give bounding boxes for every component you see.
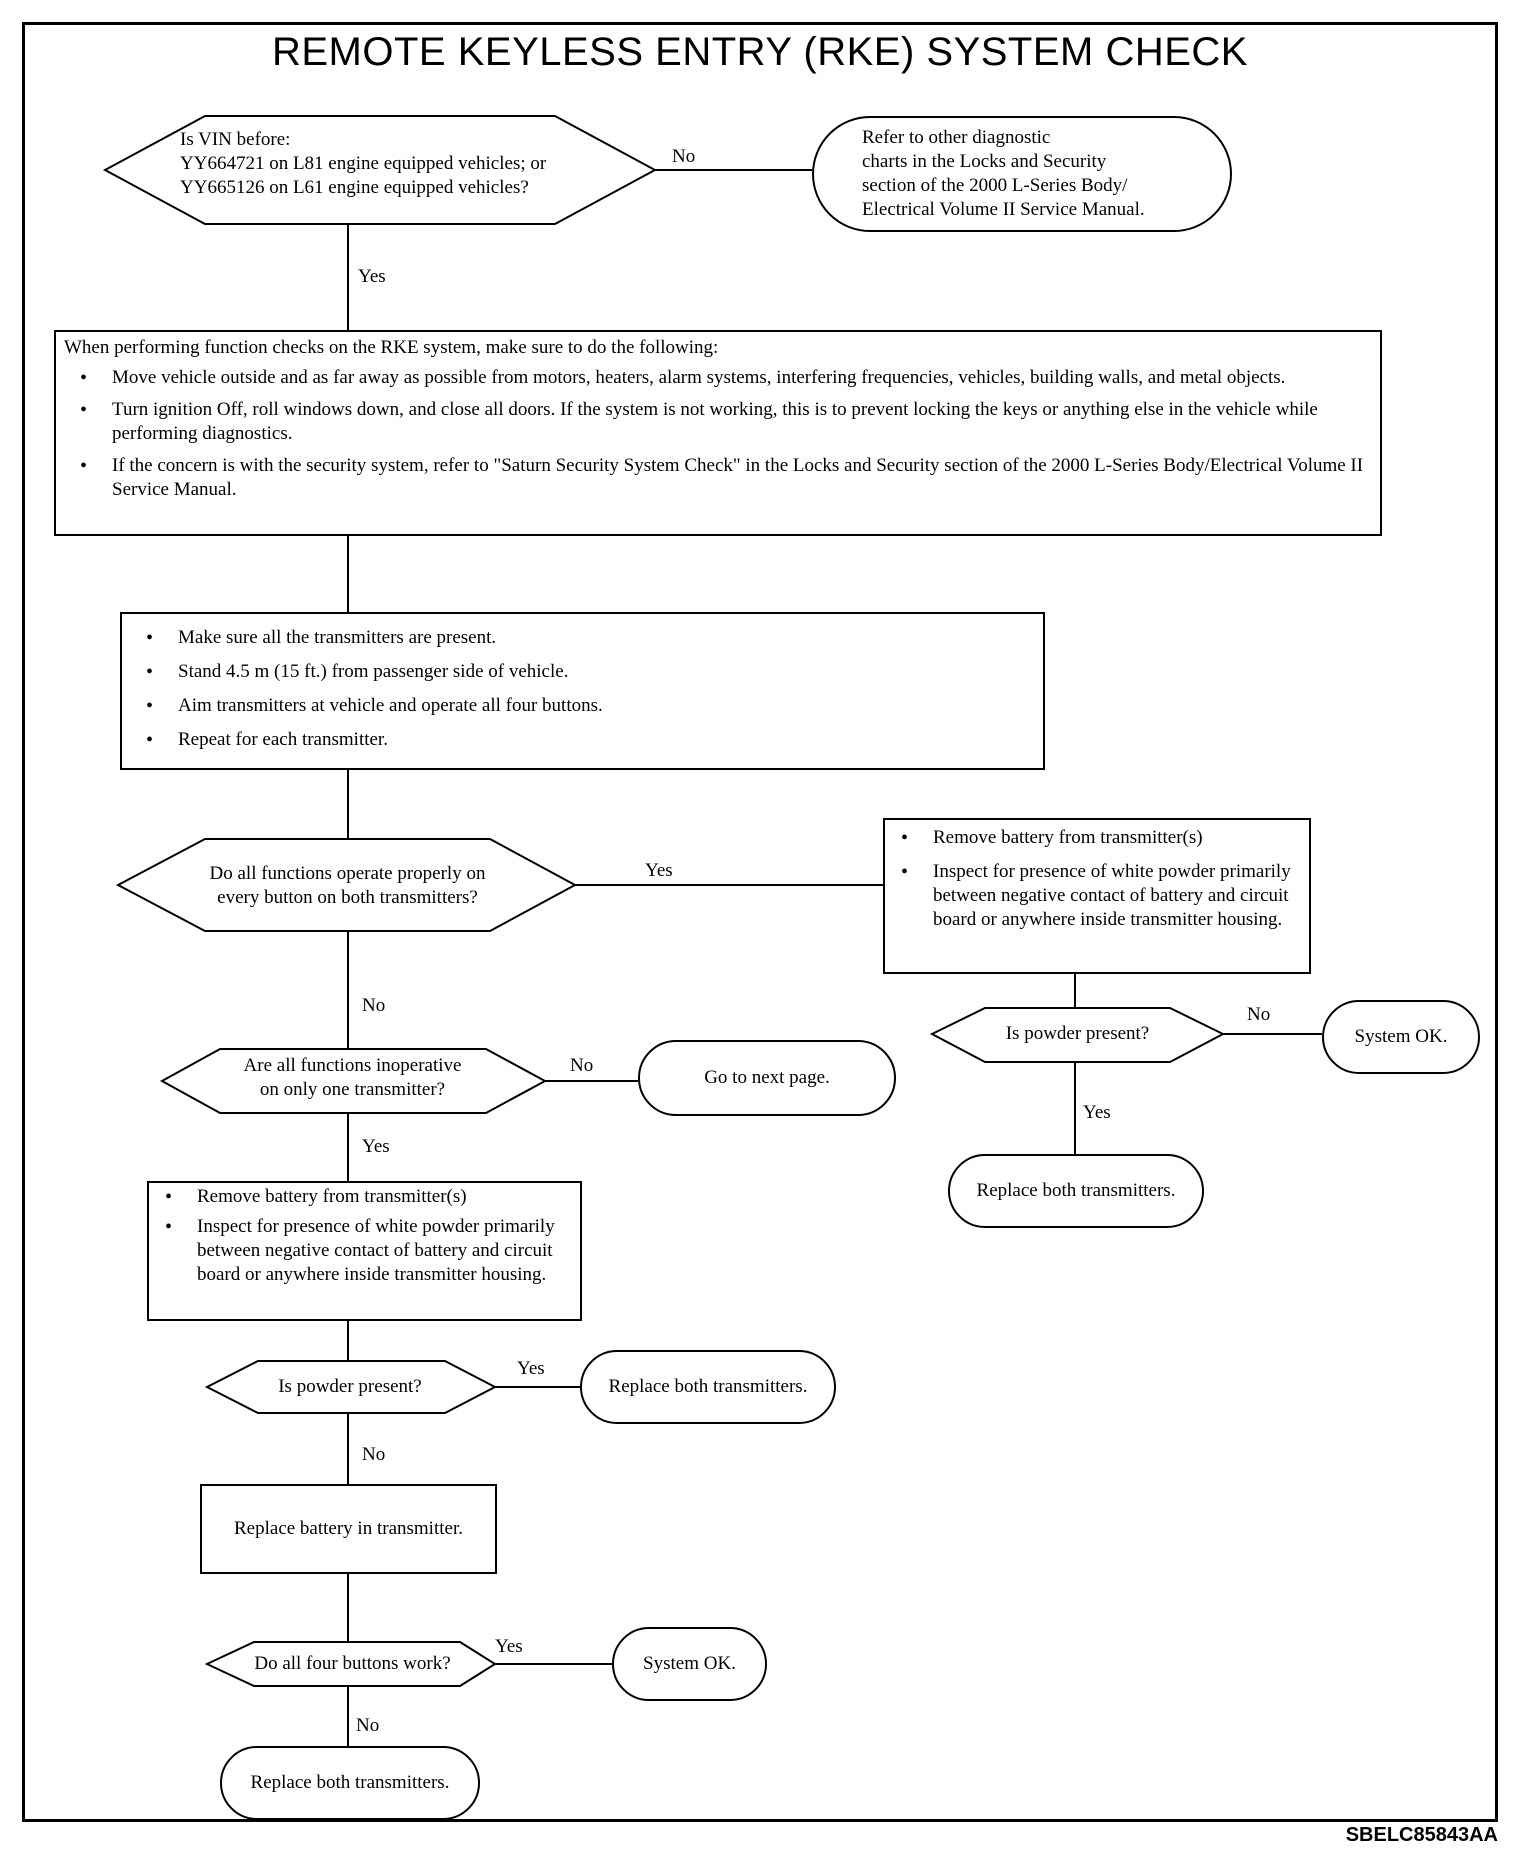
process-function-check-heading: When performing function checks on the R…: [64, 337, 719, 358]
decision-powder-right-yes-label: Yes: [1083, 1102, 1111, 1123]
process-inspect-powder-right: Remove battery from transmitter(s) Inspe…: [883, 818, 1311, 974]
terminal-refer-line: Refer to other diagnostic: [862, 127, 1051, 148]
list-item: Inspect for presence of white powder pri…: [149, 1215, 572, 1287]
decision-one-transmitter-line: on only one transmitter?: [259, 1079, 446, 1100]
decision-four-buttons-yes-label: Yes: [495, 1636, 523, 1657]
terminal-replace-both-right: Replace both transmitters.: [948, 1154, 1204, 1228]
list-item: If the concern is with the security syst…: [64, 454, 1372, 502]
decision-vin-line: YY665126 on L61 engine equipped vehicles…: [180, 177, 529, 198]
decision-powder-left-no-label: No: [362, 1444, 386, 1465]
terminal-refer-other-charts: Refer to other diagnostic charts in the …: [812, 116, 1232, 232]
decision-functions-line: every button on both transmitters?: [217, 887, 478, 908]
list-item: Make sure all the transmitters are prese…: [130, 626, 1035, 650]
decision-powder-right-text: Is powder present?: [1005, 1023, 1150, 1044]
list-item: Inspect for presence of white powder pri…: [885, 860, 1301, 932]
diagram-frame: [22, 22, 1498, 1822]
decision-one-transmitter-text: Are all functions inoperative on only on…: [180, 1054, 525, 1102]
decision-functions-no-label: No: [362, 995, 386, 1016]
decision-four-buttons-text: Do all four buttons work?: [254, 1653, 451, 1674]
list-item: Stand 4.5 m (15 ft.) from passenger side…: [130, 660, 1035, 684]
decision-vin-line: YY664721 on L81 engine equipped vehicles…: [180, 153, 547, 174]
terminal-refer-line: section of the 2000 L-Series Body/: [862, 175, 1128, 196]
list-item: Remove battery from transmitter(s): [149, 1185, 572, 1209]
decision-four-buttons-no-label: No: [356, 1715, 380, 1736]
list-item: Aim transmitters at vehicle and operate …: [130, 694, 1035, 718]
decision-one-transmitter-no-label: No: [570, 1055, 594, 1076]
terminal-refer-line: charts in the Locks and Security: [862, 151, 1107, 172]
terminal-replace-both-bottom: Replace both transmitters.: [220, 1746, 480, 1820]
terminal-go-to-next-page: Go to next page.: [638, 1040, 896, 1116]
terminal-replace-both-middle: Replace both transmitters.: [580, 1350, 836, 1424]
decision-functions-line: Do all functions operate properly on: [209, 863, 486, 884]
list-item: Move vehicle outside and as far away as …: [64, 366, 1372, 390]
decision-powder-left-text: Is powder present?: [278, 1376, 422, 1397]
process-function-check-instructions: When performing function checks on the R…: [54, 330, 1382, 536]
decision-vin-line: Is VIN before:: [180, 129, 291, 150]
decision-functions-text: Do all functions operate properly on eve…: [140, 862, 555, 910]
list-item: Turn ignition Off, roll windows down, an…: [64, 398, 1372, 446]
decision-vin-text: Is VIN before: YY664721 on L81 engine eq…: [180, 128, 620, 200]
list-item: Repeat for each transmitter.: [130, 728, 1035, 752]
decision-powder-left-yes-label: Yes: [517, 1358, 545, 1379]
terminal-refer-line: Electrical Volume II Service Manual.: [862, 199, 1145, 220]
process-transmitter-test: Make sure all the transmitters are prese…: [120, 612, 1045, 770]
figure-code: SBELC85843AA: [1345, 1824, 1498, 1846]
decision-vin-no-label: No: [672, 146, 696, 167]
page-title: REMOTE KEYLESS ENTRY (RKE) SYSTEM CHECK: [271, 30, 1248, 74]
process-inspect-powder-left: Remove battery from transmitter(s) Inspe…: [147, 1181, 582, 1321]
terminal-system-ok-right: System OK.: [1322, 1000, 1480, 1074]
decision-vin-yes-label: Yes: [358, 266, 386, 287]
decision-functions-yes-label: Yes: [645, 860, 673, 881]
process-replace-battery: Replace battery in transmitter.: [200, 1484, 497, 1574]
decision-one-transmitter-line: Are all functions inoperative: [243, 1055, 462, 1076]
decision-one-transmitter-yes-label: Yes: [362, 1136, 390, 1157]
list-item: Remove battery from transmitter(s): [885, 826, 1301, 850]
terminal-system-ok-bottom: System OK.: [612, 1627, 767, 1701]
decision-powder-right-no-label: No: [1247, 1004, 1271, 1025]
